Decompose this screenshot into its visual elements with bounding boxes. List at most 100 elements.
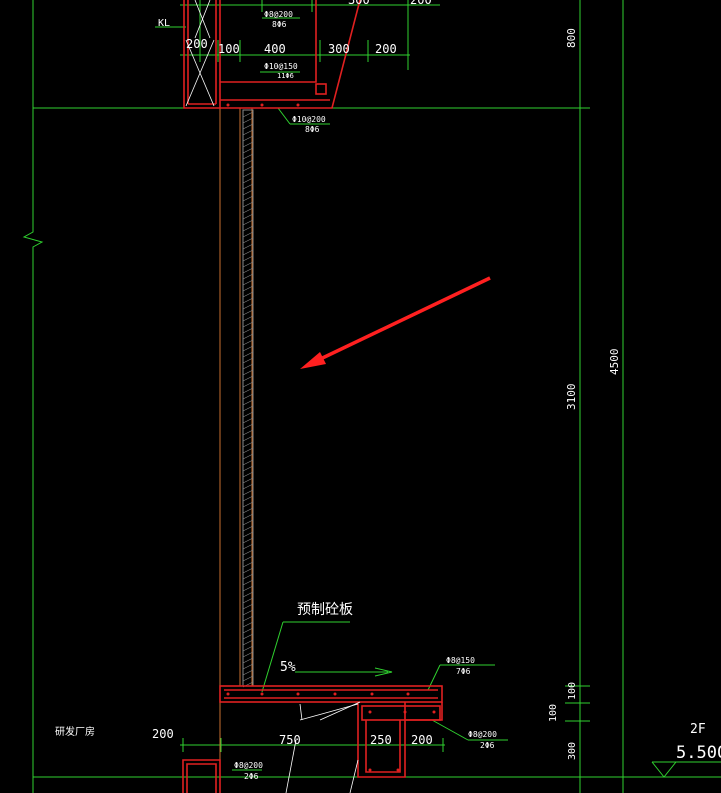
hatch-line	[242, 231, 254, 238]
rebar-top-slab-bars: 11Φ6	[277, 72, 294, 80]
slope-arrow-head	[374, 667, 393, 677]
hatch-line	[242, 117, 254, 124]
hatch-line	[242, 225, 254, 232]
hatch-line	[242, 453, 254, 460]
dim-bottom-750: 750	[279, 733, 301, 747]
hatch-line	[242, 261, 254, 268]
hatch-line	[242, 669, 254, 676]
hatch-line	[242, 267, 254, 274]
dim-right-100a: 100	[567, 682, 578, 700]
dim-right-100b: 100	[548, 704, 559, 722]
hatch-line	[242, 447, 254, 454]
dim-right-300: 300	[567, 742, 578, 760]
hatch-line	[242, 171, 254, 178]
hatch-line	[242, 543, 254, 550]
hatch-line	[242, 657, 254, 664]
hatch-line	[242, 393, 254, 400]
hatch-line	[242, 237, 254, 244]
hatch-line	[242, 417, 254, 424]
rebar-beam-side: Φ10@200	[292, 115, 326, 124]
hatch-line	[242, 315, 254, 322]
bottom-column-rebar	[186, 763, 217, 793]
hatch-line	[242, 381, 254, 388]
dim-bottom-200b: 200	[411, 733, 433, 747]
hatch-line	[242, 477, 254, 484]
hatch-line	[242, 411, 254, 418]
hatch-line	[242, 249, 254, 256]
hatch-line	[242, 285, 254, 292]
hatch-line	[242, 207, 254, 214]
hatch-line	[242, 279, 254, 286]
dim-top-100: 100	[218, 42, 240, 56]
dim-top-300-upper: 300	[348, 0, 370, 7]
bottom-beam-corner	[405, 702, 443, 721]
hatch-line	[242, 483, 254, 490]
hatch-line	[242, 675, 254, 682]
hatch-line	[242, 579, 254, 586]
hatch-line	[242, 123, 254, 130]
dim-top-200: 200	[186, 37, 208, 51]
hatch-line	[242, 243, 254, 250]
rebar-bottom-slab: Φ8@150	[446, 656, 475, 665]
hatch-line	[242, 159, 254, 166]
green-linework	[22, 0, 721, 793]
rebar-leader-bottom-beam-d	[431, 719, 469, 741]
rebar-dots	[226, 103, 436, 772]
hatch-line	[242, 129, 254, 136]
rebar-bottom-beam: Φ8@200	[468, 730, 497, 739]
hatch-line	[242, 561, 254, 568]
bottom-beam-top	[361, 705, 441, 721]
hatch-line	[242, 357, 254, 364]
hatch-line	[242, 303, 254, 310]
hatch-line	[242, 627, 254, 634]
hatch-line	[242, 489, 254, 496]
hatch-line	[242, 345, 254, 352]
hatch-line	[242, 321, 254, 328]
hatch-line	[242, 651, 254, 658]
hatch-line	[242, 309, 254, 316]
wall-outline	[219, 108, 253, 793]
bottom-slab-outline	[219, 685, 443, 703]
hatch-line	[242, 273, 254, 280]
hatch-line	[242, 591, 254, 598]
labels: KL 200 100 400 300 200 300 200 Φ8@200 8Φ…	[55, 0, 721, 781]
bottom-column-outline	[182, 759, 221, 793]
hatch-line	[242, 255, 254, 262]
slope-label: 5%	[280, 660, 296, 675]
hatch-line	[242, 519, 254, 526]
top-beam-outline	[183, 0, 221, 109]
dim-top-300: 300	[328, 42, 350, 56]
hatch-line	[242, 153, 254, 160]
top-slab-outline	[220, 0, 361, 109]
bottom-beam-outline	[357, 702, 406, 778]
concrete-outline	[182, 0, 443, 793]
top-slab-corner	[315, 83, 327, 95]
hatch-line	[242, 633, 254, 640]
hatch-line	[242, 597, 254, 604]
hatch-line	[242, 423, 254, 430]
rebar-leader-beam-side-d	[277, 107, 291, 125]
hatch-line	[242, 327, 254, 334]
hatch-line	[242, 195, 254, 202]
hatch-line	[242, 297, 254, 304]
hatch-line	[242, 495, 254, 502]
white-linework	[285, 701, 361, 793]
rebar-top-stirrup-bars: 8Φ6	[272, 20, 287, 29]
hatch-line	[242, 441, 254, 448]
bottom-beam-stirrup	[365, 720, 401, 773]
hatch-line	[242, 351, 254, 358]
rebar-top-slab: Φ10@150	[264, 62, 298, 71]
hatch-line	[242, 183, 254, 190]
rebar-bottom-left: Φ8@200	[234, 761, 263, 770]
hatch-line	[242, 459, 254, 466]
hatch-line	[242, 375, 254, 382]
top-slab-inner	[220, 0, 317, 83]
hatch-line	[242, 573, 254, 580]
elevation-symbol	[651, 761, 677, 778]
hatch-line	[242, 549, 254, 556]
hatch-line	[242, 525, 254, 532]
rebar-top-stirrup: Φ8@200	[264, 10, 293, 19]
hatch-line	[242, 621, 254, 628]
hatch-line	[242, 429, 254, 436]
